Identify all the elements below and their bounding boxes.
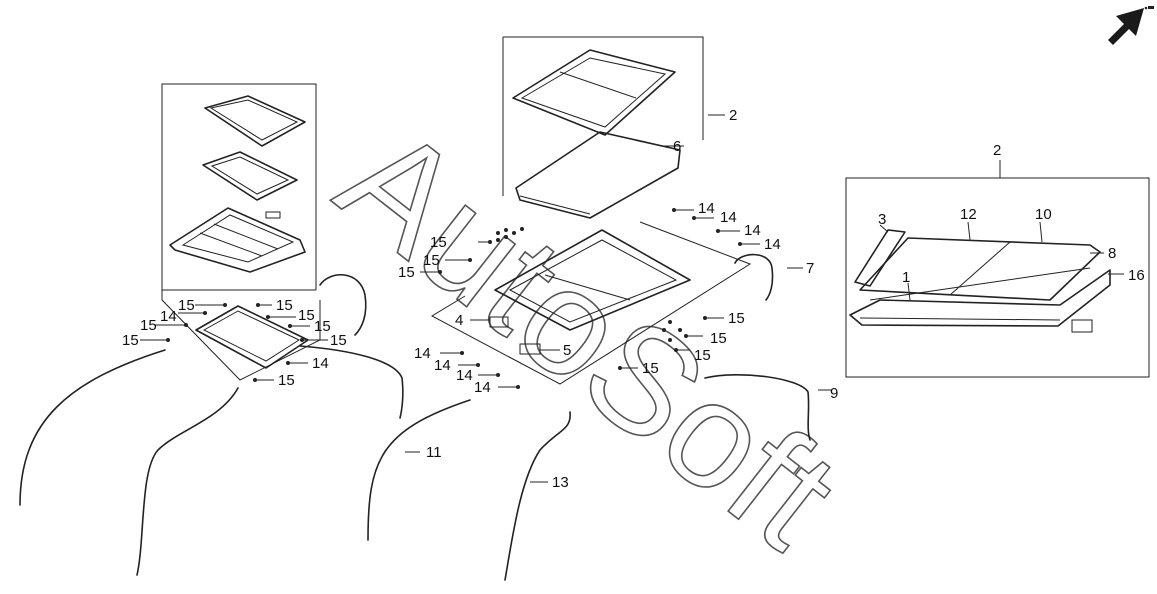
svg-text:14: 14 [312,355,329,372]
svg-text:15: 15 [122,332,139,349]
callout-2-right: 2 [993,142,1001,159]
svg-text:15: 15 [278,372,295,389]
callout-16: 16 [1128,267,1145,284]
watermark-text: AutoSoft [310,93,867,580]
svg-text:15: 15 [642,360,659,377]
svg-text:15: 15 [430,234,447,251]
svg-text:14: 14 [744,222,761,239]
callout-5: 5 [563,342,571,359]
svg-text:15: 15 [710,330,727,347]
svg-text:15: 15 [694,347,711,364]
callout-12: 12 [960,206,977,223]
svg-text:15: 15 [298,307,315,324]
svg-text:14: 14 [414,345,431,362]
callout-9: 9 [830,385,838,402]
callout-13: 13 [552,474,569,491]
callout-8: 8 [1108,245,1116,262]
left-sunroof-assembly [19,83,404,576]
svg-text:14: 14 [474,379,491,396]
svg-text:14: 14 [456,367,473,384]
svg-text:15: 15 [398,264,415,281]
svg-text:14: 14 [698,200,715,217]
svg-text:14: 14 [434,357,451,374]
watermark: AutoSoft [309,92,867,580]
svg-text:15: 15 [728,310,745,327]
svg-text:15: 15 [330,332,347,349]
callout-2-center: 2 [729,107,737,124]
left-group-bracket [161,83,317,290]
svg-text:15: 15 [276,297,293,314]
svg-text:14: 14 [720,209,737,226]
callout-1: 1 [902,269,910,286]
svg-text:14: 14 [764,236,781,253]
left-fastener-callouts: 15 14 15 15 15 15 15 15 14 15 [122,297,347,389]
svg-text:15: 15 [140,317,157,334]
callout-11: 11 [426,444,442,461]
callout-10: 10 [1035,206,1052,223]
callout-6: 6 [673,138,681,155]
svg-text:15: 15 [178,297,195,314]
callout-4: 4 [455,312,463,329]
right-group-bracket [845,177,1150,378]
svg-text:15: 15 [314,318,331,335]
callout-3: 3 [878,211,886,228]
callout-7: 7 [806,260,814,277]
right-sunroof-assembly: 2 3 12 10 8 16 1 [845,142,1150,378]
center-callouts: 4 5 11 13 [405,312,571,491]
center-sunroof-assembly: 2 6 7 9 [367,36,838,581]
svg-text:15: 15 [423,252,440,269]
center-fastener-callouts: 15 15 15 14 14 14 14 15 15 15 15 14 14 1… [398,200,781,396]
north-east-arrow-icon [1108,6,1154,45]
svg-text:14: 14 [160,308,177,325]
